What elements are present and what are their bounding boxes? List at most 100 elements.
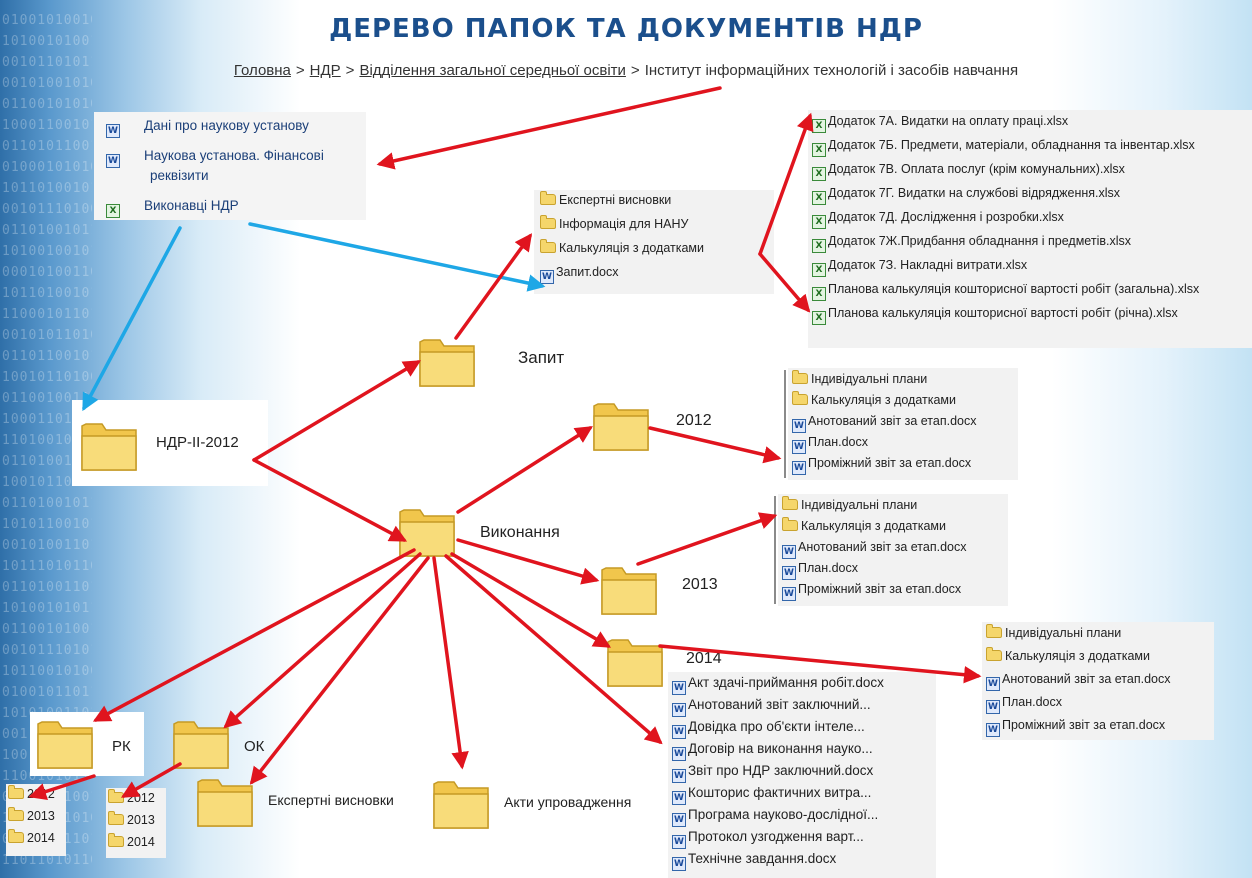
excel-doc-icon: X — [106, 204, 120, 218]
list-item[interactable]: Індивідуальні плани — [986, 624, 1121, 640]
folder-icon[interactable] — [432, 770, 490, 832]
list-item[interactable]: 2014 — [108, 833, 155, 849]
folder-icon — [108, 833, 124, 847]
arrow-vykonannya-to-rk — [92, 548, 416, 722]
word-doc-icon: W — [672, 681, 686, 695]
folder-icon[interactable] — [600, 556, 658, 618]
breadcrumb-dept-link[interactable]: Відділення загальної середньої освіти — [359, 62, 626, 79]
list-item[interactable]: 2013 — [108, 811, 155, 827]
arrow-vykonannya-to-2012 — [456, 426, 593, 514]
folder-icon — [540, 191, 556, 205]
excel-doc-icon: X — [812, 287, 826, 301]
folder-icon[interactable] — [172, 710, 230, 772]
word-doc-icon: W — [986, 723, 1000, 737]
divider — [774, 496, 776, 604]
breadcrumb-separator: > — [295, 62, 305, 79]
folder-label-expert: Експертні висновки — [268, 792, 394, 808]
folder-icon[interactable] — [592, 392, 650, 454]
list-item[interactable]: Калькуляція з додатками — [986, 647, 1150, 663]
list-item[interactable]: Індивідуальні плани — [782, 496, 917, 512]
folder-icon[interactable] — [398, 498, 456, 560]
word-doc-icon: W — [782, 587, 796, 601]
excel-doc-icon: X — [812, 215, 826, 229]
breadcrumb-separator: > — [345, 62, 355, 79]
word-doc-icon: W — [672, 747, 686, 761]
list-item[interactable]: Калькуляція з додатками — [792, 391, 956, 407]
word-doc-icon: W — [106, 124, 120, 138]
folder-icon — [782, 517, 798, 531]
word-doc-icon: W — [792, 440, 806, 454]
folder-icon[interactable] — [606, 628, 664, 690]
folder-icon — [8, 807, 24, 821]
ok-years-panel: 2012 2013 2014 — [106, 788, 166, 858]
folder-label-2013: 2013 — [682, 576, 718, 593]
folder-label-vykonannya: Виконання — [480, 524, 560, 541]
list-item[interactable]: Калькуляція з додатками — [540, 239, 704, 255]
arrow-ndr-to-vykonavtsi — [82, 226, 182, 412]
folder-label-zapyt: Запит — [518, 348, 565, 367]
list-item[interactable]: Експертні висновки — [540, 191, 671, 207]
folder-icon — [986, 647, 1002, 661]
arrow-rk-to-years — [28, 774, 96, 801]
rk-years-panel: 2012 2013 2014 — [6, 784, 66, 856]
arrow-vykonannya-to-2013 — [456, 538, 600, 585]
folder-icon — [540, 239, 556, 253]
folder-label-2014: 2014 — [686, 650, 722, 667]
arrow-ok-to-years — [120, 762, 182, 798]
divider — [784, 370, 786, 478]
zapyt-contents-panel: Експертні висновки Інформація для НАНУ К… — [534, 190, 774, 294]
word-doc-icon: W — [986, 700, 1000, 714]
folder-icon — [792, 370, 808, 384]
word-doc-icon: W — [986, 677, 1000, 691]
list-item[interactable]: 2013 — [8, 807, 55, 823]
breadcrumb-ndr-link[interactable]: НДР — [309, 62, 341, 79]
folder-icon — [108, 811, 124, 825]
year-2014-contents-panel: Індивідуальні плани Калькуляція з додатк… — [982, 622, 1214, 740]
list-item[interactable]: Калькуляція з додатками — [782, 517, 946, 533]
excel-doc-icon: X — [812, 263, 826, 277]
list-item[interactable]: Інформація для НАНУ — [540, 215, 688, 231]
list-item[interactable]: 2014 — [8, 829, 55, 845]
breadcrumb-home-link[interactable]: Головна — [233, 62, 291, 79]
folder-icon[interactable] — [80, 412, 138, 474]
breadcrumb-current: Інститут інформаційних технологій і засо… — [644, 62, 1019, 79]
breadcrumb-separator: > — [630, 62, 640, 79]
arrow-ndr-to-vykonannya — [252, 458, 408, 542]
excel-doc-icon: X — [812, 311, 826, 325]
folder-icon[interactable] — [196, 768, 254, 830]
excel-doc-icon: X — [812, 167, 826, 181]
folder-icon[interactable] — [36, 710, 94, 772]
list-item[interactable]: Індивідуальні плани — [792, 370, 927, 386]
